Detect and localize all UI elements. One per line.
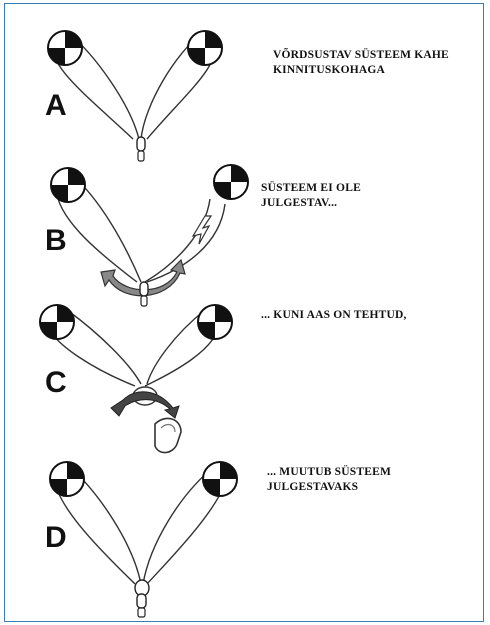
caption-line: KINNITUSKOHAGA [273,64,386,76]
anchor-point-icon [213,164,249,200]
anchor-point-icon [197,304,233,340]
loop-arrow-icon [110,391,180,419]
caption-line: JULGESTAVAKS [267,481,359,493]
panel-letter-a: A [45,89,67,122]
anchor-point-icon [39,304,75,340]
anchor-point-icon [49,461,85,497]
caption-b: SÜSTEEM EI OLE JULGESTAV... [261,181,361,211]
caption-d: ... MUUTUB SÜSTEEM JULGESTAVAKS [267,465,391,495]
panel-a-drawing [47,30,223,162]
carabiner-icon [139,281,149,307]
anchor-point-icon [47,30,83,66]
caption-line: ... MUUTUB SÜSTEEM [267,466,392,478]
caption-a: VÕRDSUSTAV SÜSTEEM KAHE KINNITUSKOHAGA [273,48,449,78]
carabiner-icon [136,136,146,162]
panel-letter-d: D [45,521,67,554]
anchor-point-icon [50,167,86,203]
caption-line: SÜSTEEM EI OLE [261,182,361,194]
panel-c-drawing [39,304,233,454]
anchor-point-icon [187,30,223,66]
diagram-frame: A B C D VÕRDSUSTAV SÜSTEEM KAHE KINNITUS… [4,3,484,622]
anchor-point-icon [202,461,238,497]
anchor-diagram-art [39,30,249,618]
caption-line: ... KUNI AAS ON TEHTUD, [261,309,407,321]
pull-direction-arrow-icon [191,215,213,245]
caption-line: JULGESTAV... [261,197,338,209]
panel-d-drawing [49,461,238,618]
caption-line: VÕRDSUSTAV SÜSTEEM KAHE [273,49,449,61]
panel-letter-c: C [45,366,67,399]
carabiner-icon [154,417,182,454]
panel-letter-b: B [45,224,67,257]
carabiner-icon [134,579,150,618]
panel-b-drawing [50,164,249,307]
caption-c: ... KUNI AAS ON TEHTUD, [261,308,407,323]
